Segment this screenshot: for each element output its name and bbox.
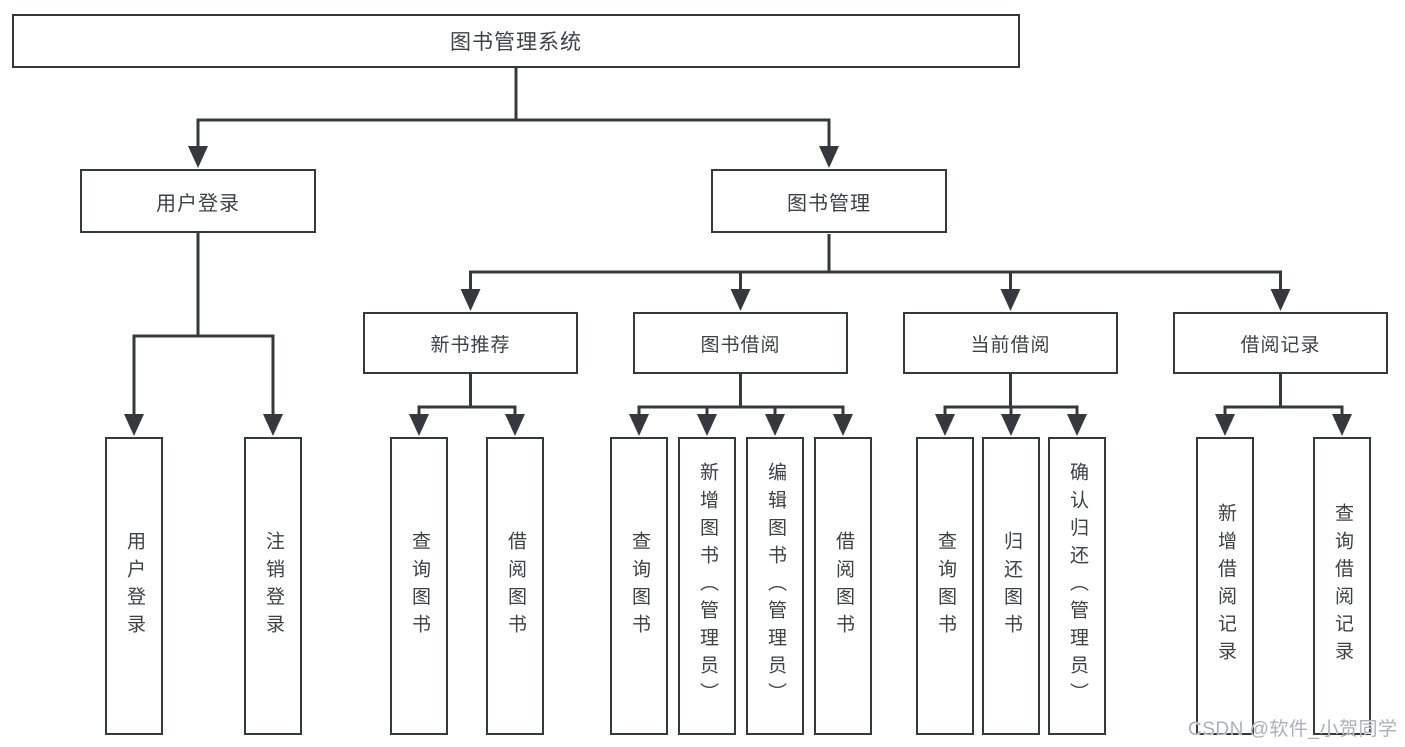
node-current-borrowing-label: 当前借阅 [970,334,1051,356]
node-logout-leaf: 注销登录 [244,437,302,735]
node-user-login: 用户登录 [80,169,316,233]
connector-book-management-to-level3 [469,234,1282,293]
node-borrow-books-recommend-label: 借阅图书 [504,530,526,642]
node-add-borrow-record-label: 新增借阅记录 [1214,503,1236,669]
node-user-login-leaf-label: 用户登录 [123,530,145,642]
connector-root-to-level2 [196,68,831,150]
node-borrowing-records-label: 借阅记录 [1240,334,1321,356]
node-user-login-label: 用户登录 [156,192,240,215]
node-edit-books-admin: 编辑图书（管理员） [746,437,804,735]
watermark: CSDN @软件_小贺同学 [1188,719,1398,740]
connector-current-borrowing-to-children [943,374,1079,418]
connector-book-borrowing-to-children [637,374,845,418]
node-logout-leaf-label: 注销登录 [262,530,284,642]
node-library-system-label: 图书管理系统 [450,31,582,54]
node-book-borrowing-label: 图书借阅 [700,334,781,356]
node-add-books-admin: 新增图书（管理员） [678,437,736,735]
node-borrow-books-borrowing: 借阅图书 [814,437,872,735]
node-book-management-label: 图书管理 [787,192,871,215]
node-query-books-current: 查询图书 [916,437,974,735]
node-book-management: 图书管理 [711,169,947,233]
node-borrowing-records: 借阅记录 [1173,312,1388,374]
node-new-book-recommendation: 新书推荐 [363,312,578,374]
node-library-system: 图书管理系统 [12,14,1020,68]
node-return-books-label: 归还图书 [1000,530,1022,642]
node-query-books-recommend-label: 查询图书 [408,530,430,642]
connector-new-book-recommendation-to-children [417,374,517,418]
node-borrow-books-borrowing-label: 借阅图书 [832,530,854,642]
node-confirm-return-admin: 确认归还（管理员） [1048,437,1106,735]
node-query-borrow-record: 查询借阅记录 [1313,437,1371,735]
node-confirm-return-admin-label: 确认归还（管理员） [1066,462,1088,710]
node-query-borrow-record-label: 查询借阅记录 [1331,503,1353,669]
node-query-books-borrowing-label: 查询图书 [628,530,650,642]
node-query-books-recommend: 查询图书 [390,437,448,735]
node-query-books-current-label: 查询图书 [934,530,956,642]
node-current-borrowing: 当前借阅 [903,312,1118,374]
node-edit-books-admin-label: 编辑图书（管理员） [764,462,786,710]
connector-borrowing-records-to-children [1223,374,1344,418]
node-borrow-books-recommend: 借阅图书 [486,437,544,735]
node-return-books: 归还图书 [982,437,1040,735]
node-user-login-leaf: 用户登录 [105,437,163,735]
node-new-book-recommendation-label: 新书推荐 [430,334,511,356]
node-query-books-borrowing: 查询图书 [610,437,668,735]
node-add-books-admin-label: 新增图书（管理员） [696,462,718,710]
node-book-borrowing: 图书借阅 [633,312,848,374]
node-add-borrow-record: 新增借阅记录 [1196,437,1254,735]
connector-user-login-to-children [132,233,275,418]
